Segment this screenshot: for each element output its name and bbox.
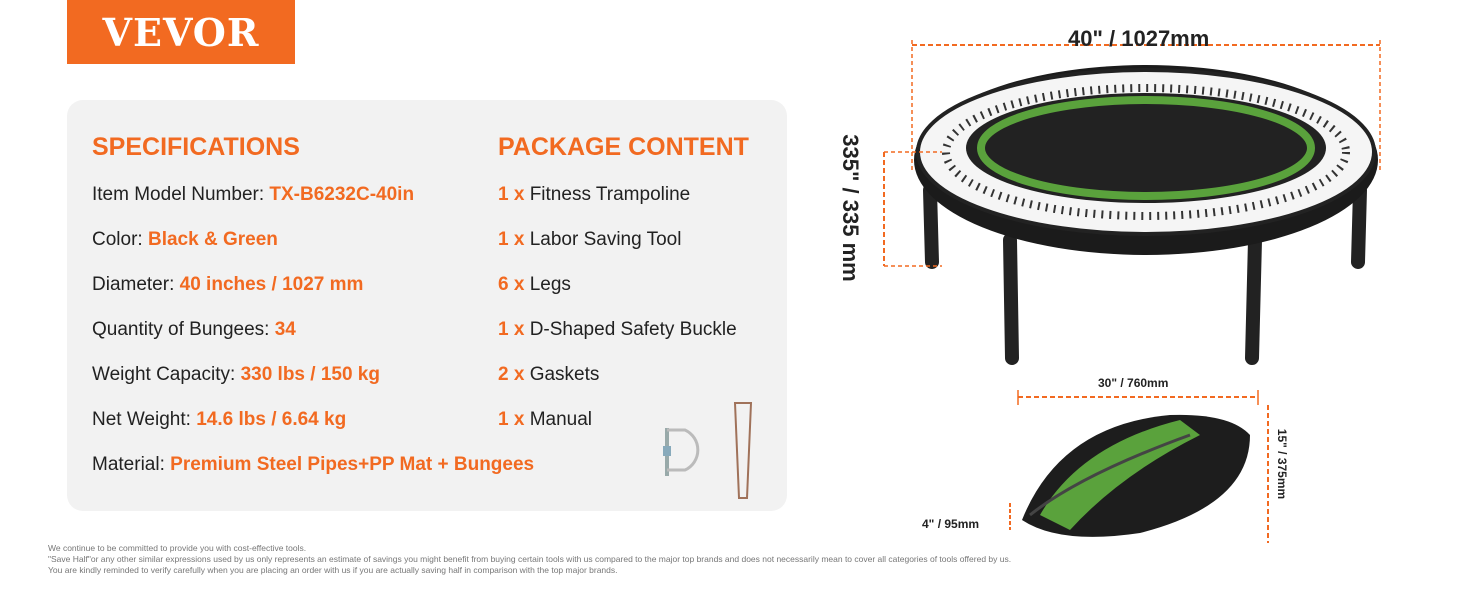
height-dimension-label: 335" / 335 mm (838, 134, 863, 282)
folded-trampoline-image (1009, 390, 1269, 543)
spec-row: Color: Black & Green (92, 229, 278, 250)
disclaimer-line: We continue to be committed to provide y… (48, 543, 307, 553)
width-dimension-label: 40" / 1027mm (1068, 26, 1210, 51)
height-dimension-line (883, 151, 942, 267)
spec-row: Material: Premium Steel Pipes+PP Mat + B… (92, 454, 535, 475)
specifications-heading: SPECIFICATIONS (92, 133, 300, 161)
package-item: 1 x D-Shaped Safety Buckle (498, 319, 737, 340)
d-buckle-icon (663, 428, 700, 476)
spec-row: Item Model Number: TX-B6232C-40in (92, 184, 415, 205)
folded-height-label: 15" / 375mm (1275, 428, 1289, 500)
labor-saving-tool-icon (733, 402, 753, 499)
package-item: 1 x Manual (498, 409, 593, 430)
package-item: 1 x Fitness Trampoline (498, 184, 691, 205)
spec-row: Net Weight: 14.6 lbs / 6.64 kg (92, 409, 347, 430)
package-item: 2 x Gaskets (498, 364, 600, 385)
vevor-logo: VEVOR (67, 0, 295, 64)
package-item: 1 x Labor Saving Tool (498, 229, 682, 250)
folded-thickness-label: 4" / 95mm (922, 517, 980, 531)
disclaimer-line: "Save Half"or any other similar expressi… (48, 554, 1012, 564)
trampoline-image (911, 40, 1381, 365)
spec-row: Quantity of Bungees: 34 (92, 319, 296, 340)
buckle-and-tool-image (663, 402, 753, 499)
package-heading: PACKAGE CONTENT (498, 133, 749, 161)
package-item: 6 x Legs (498, 274, 571, 295)
disclaimer: We continue to be committed to provide y… (48, 543, 1011, 576)
spec-row: Weight Capacity: 330 lbs / 150 kg (92, 364, 380, 385)
spec-row: Diameter: 40 inches / 1027 mm (92, 274, 364, 295)
disclaimer-line: You are kindly reminded to verify carefu… (48, 565, 618, 575)
folded-width-label: 30" / 760mm (1098, 376, 1169, 390)
